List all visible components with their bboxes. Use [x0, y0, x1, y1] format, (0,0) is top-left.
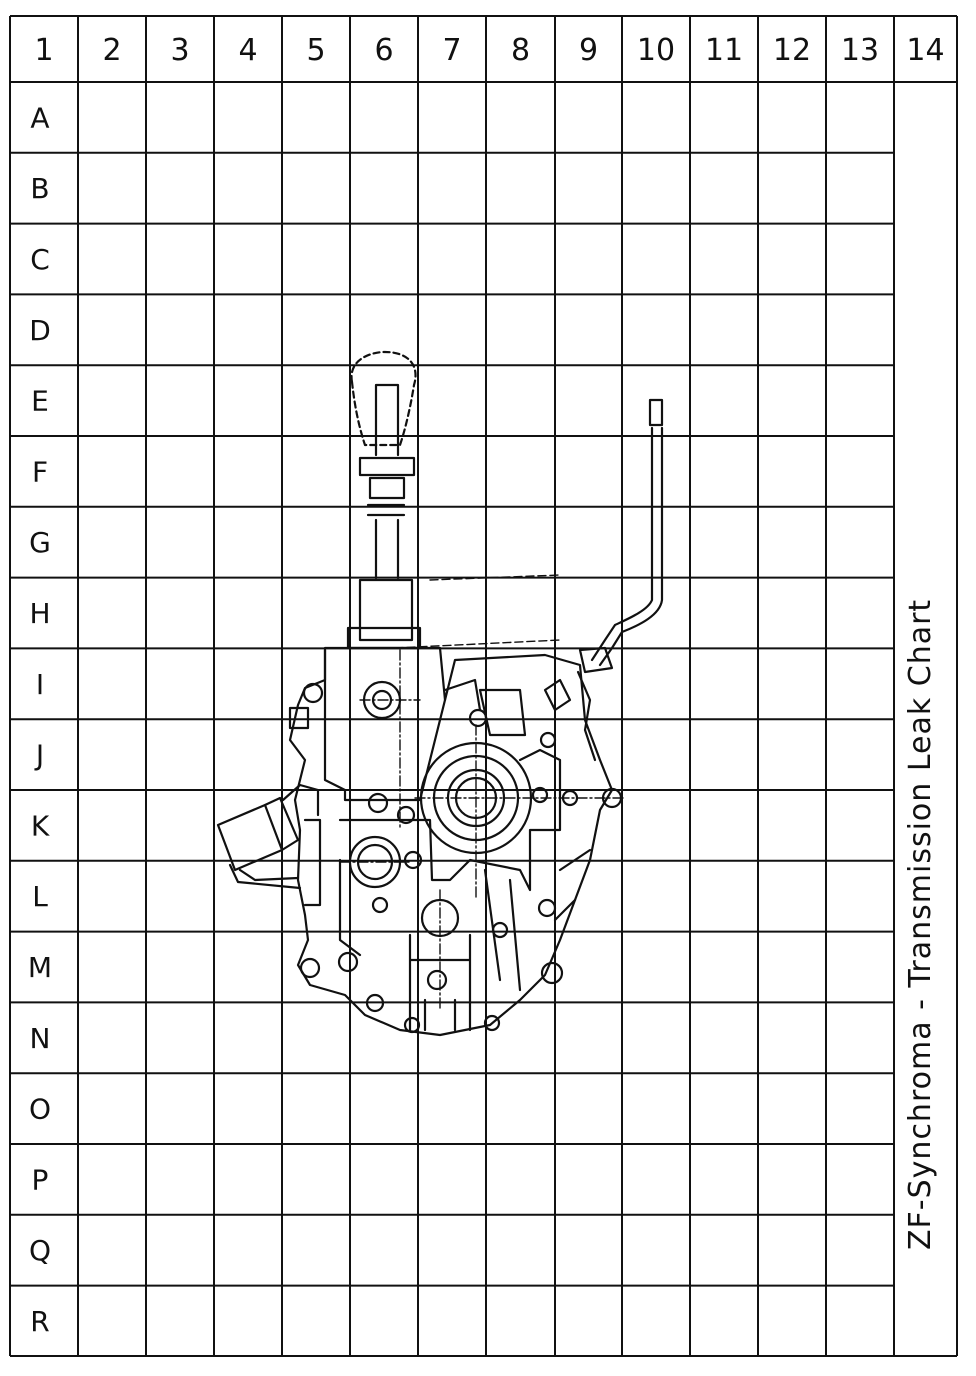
- row-letter-L: L: [32, 880, 48, 913]
- column-number-4: 4: [238, 33, 257, 68]
- column-number-6: 6: [374, 33, 393, 68]
- row-letter-Q: Q: [29, 1234, 51, 1267]
- transmission-drawing: [216, 350, 664, 1037]
- column-number-3: 3: [170, 33, 189, 68]
- row-letter-R: R: [30, 1305, 49, 1338]
- column-number-8: 8: [511, 33, 530, 68]
- row-letter-C: C: [30, 243, 50, 276]
- chart-title: ZF-Synchroma - Transmission Leak Chart: [903, 599, 938, 1250]
- row-letter-H: H: [29, 597, 50, 630]
- vent-tube: [648, 398, 664, 427]
- column-number-10: 10: [637, 33, 675, 68]
- row-letter-D: D: [29, 314, 51, 347]
- column-number-9: 9: [579, 33, 598, 68]
- row-letter-P: P: [32, 1163, 49, 1196]
- row-letter-O: O: [29, 1093, 51, 1126]
- column-number-7: 7: [442, 33, 461, 68]
- row-letter-J: J: [34, 739, 44, 772]
- row-letter-F: F: [32, 455, 48, 488]
- shift-lever-shaft: [374, 383, 400, 457]
- column-number-14: 14: [906, 33, 944, 68]
- row-letter-K: K: [31, 809, 50, 842]
- row-letter-E: E: [31, 385, 49, 418]
- grid-lines: [9, 15, 958, 1357]
- column-number-1: 1: [34, 33, 53, 68]
- row-letter-A: A: [30, 101, 49, 134]
- column-number-11: 11: [705, 33, 743, 68]
- column-number-13: 13: [841, 33, 879, 68]
- shift-knob-outline: [350, 350, 417, 447]
- row-letter-G: G: [29, 526, 51, 559]
- column-number-12: 12: [773, 33, 811, 68]
- row-letter-B: B: [30, 172, 49, 205]
- row-letter-I: I: [36, 668, 44, 701]
- column-number-5: 5: [306, 33, 325, 68]
- row-letter-column: A B C D E F G H I J K L M N O P Q R: [28, 101, 52, 1338]
- row-letter-M: M: [28, 951, 52, 984]
- column-number-2: 2: [102, 33, 121, 68]
- row-letter-N: N: [30, 1022, 51, 1055]
- gearbox-housing: [288, 646, 614, 1037]
